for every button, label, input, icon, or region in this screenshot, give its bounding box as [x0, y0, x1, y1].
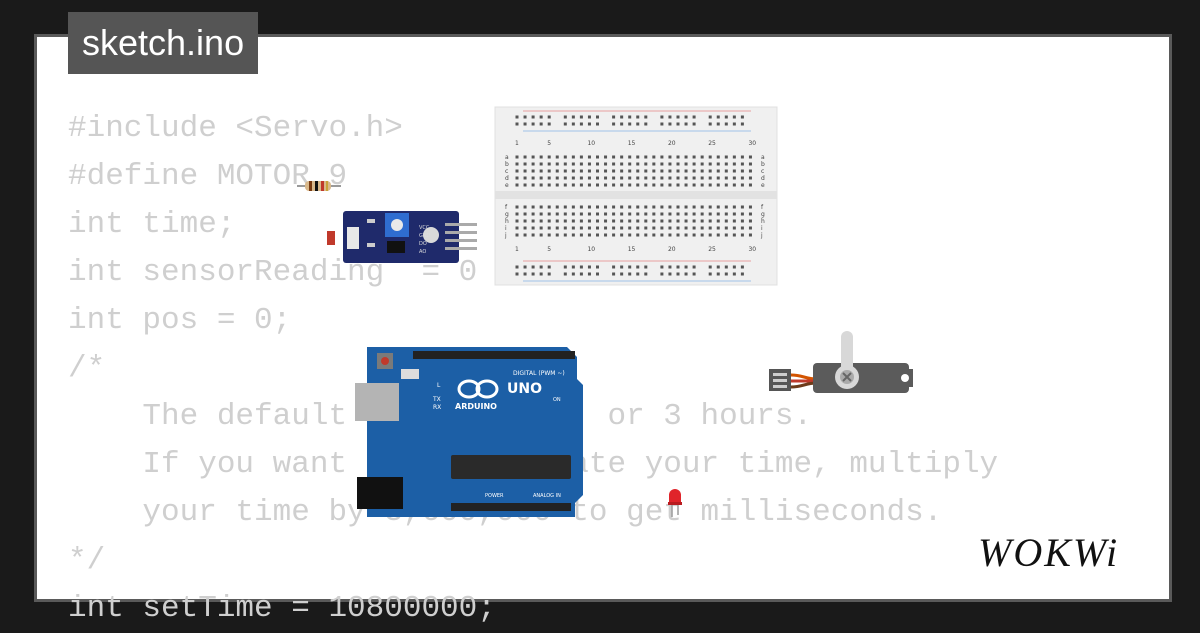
led-l-label: L — [437, 382, 441, 389]
wokwi-logo: WOKWi — [978, 530, 1119, 575]
breadboard-row-letter: h — [505, 218, 509, 225]
module-pin-label: GND — [419, 233, 431, 239]
breadboard-col-number: 15 — [628, 140, 636, 147]
breadboard-row-letter: i — [505, 225, 507, 232]
module-pin-label: VCC — [419, 225, 430, 231]
breadboard-row-letter: i — [761, 225, 763, 232]
preview-card: #include <Servo.h> #define MOTOR 9 int tim… — [34, 34, 1172, 626]
breadboard-col-number: 1 — [515, 140, 519, 147]
breadboard-col-number: 30 — [748, 140, 756, 147]
breadboard-col-number: 25 — [708, 246, 716, 253]
breadboard-row-letter: d — [505, 175, 509, 182]
board-model: UNO — [507, 381, 542, 397]
arduino-uno-board[interactable]: UNO ARDUINO DIGITAL (PWM ~) POWER ANALOG… — [355, 345, 589, 519]
breadboard-col-number: 10 — [587, 140, 595, 147]
breadboard-col-number: 5 — [547, 140, 551, 147]
code-line: int setTime = 10800000; — [68, 591, 496, 626]
breadboard-row-letter: j — [504, 232, 507, 239]
servo-motor[interactable] — [769, 329, 919, 401]
breadboard-row-letter: f — [505, 204, 508, 211]
breadboard-col-number: 5 — [547, 246, 551, 253]
breadboard-col-number: 10 — [587, 246, 595, 253]
breadboard-col-number: 20 — [668, 140, 676, 147]
breadboard-row-letter: h — [761, 218, 765, 225]
breadboard-col-number: 20 — [668, 246, 676, 253]
breadboard-col-number: 15 — [628, 246, 636, 253]
digital-label: DIGITAL (PWM ~) — [513, 370, 565, 377]
breadboard-row-letter: e — [761, 182, 765, 189]
breadboard-col-number: 25 — [708, 140, 716, 147]
code-line: int time; — [68, 207, 236, 242]
red-led[interactable] — [667, 487, 683, 517]
file-tab[interactable]: sketch.ino — [68, 12, 259, 74]
code-line: #include <Servo.h> — [68, 111, 403, 146]
breadboard-row-letter: c — [505, 168, 508, 175]
breadboard-row-letter: g — [505, 211, 509, 218]
module-pin-label: AO — [419, 249, 426, 255]
wokwi-logo-text: WOKWi — [978, 530, 1119, 575]
breadboard-row-letter: b — [761, 161, 765, 168]
board-brand: ARDUINO — [455, 402, 497, 411]
code-line: #define MOTOR 9 — [68, 159, 348, 194]
breadboard-row-letter: a — [505, 154, 509, 161]
led-tx-label: TX — [432, 396, 441, 403]
resistor[interactable] — [297, 179, 341, 193]
led-rx-label: RX — [433, 404, 441, 411]
breadboard-col-number: 30 — [748, 246, 756, 253]
code-line: int pos = 0; — [68, 303, 292, 338]
on-label: ON — [553, 397, 561, 403]
breadboard-col-number: 1 — [515, 246, 519, 253]
module-pin-label: DO — [419, 241, 427, 247]
breadboard-row-letter: b — [505, 161, 509, 168]
breadboard-row-letter: c — [761, 168, 764, 175]
breadboard-row-letter: d — [761, 175, 765, 182]
breadboard-row-letter: a — [761, 154, 765, 161]
breadboard-row-letter: j — [760, 232, 763, 239]
breadboard-row-letter: e — [505, 182, 509, 189]
code-line: */ — [68, 543, 106, 578]
breadboard-row-letter: g — [761, 211, 765, 218]
light-sensor-module[interactable]: VCC GND DO AO — [327, 209, 477, 265]
code-line: /* — [68, 351, 106, 386]
power-label: POWER — [485, 493, 504, 499]
analog-label: ANALOG IN — [533, 493, 561, 499]
breadboard-row-letter: f — [761, 204, 764, 211]
